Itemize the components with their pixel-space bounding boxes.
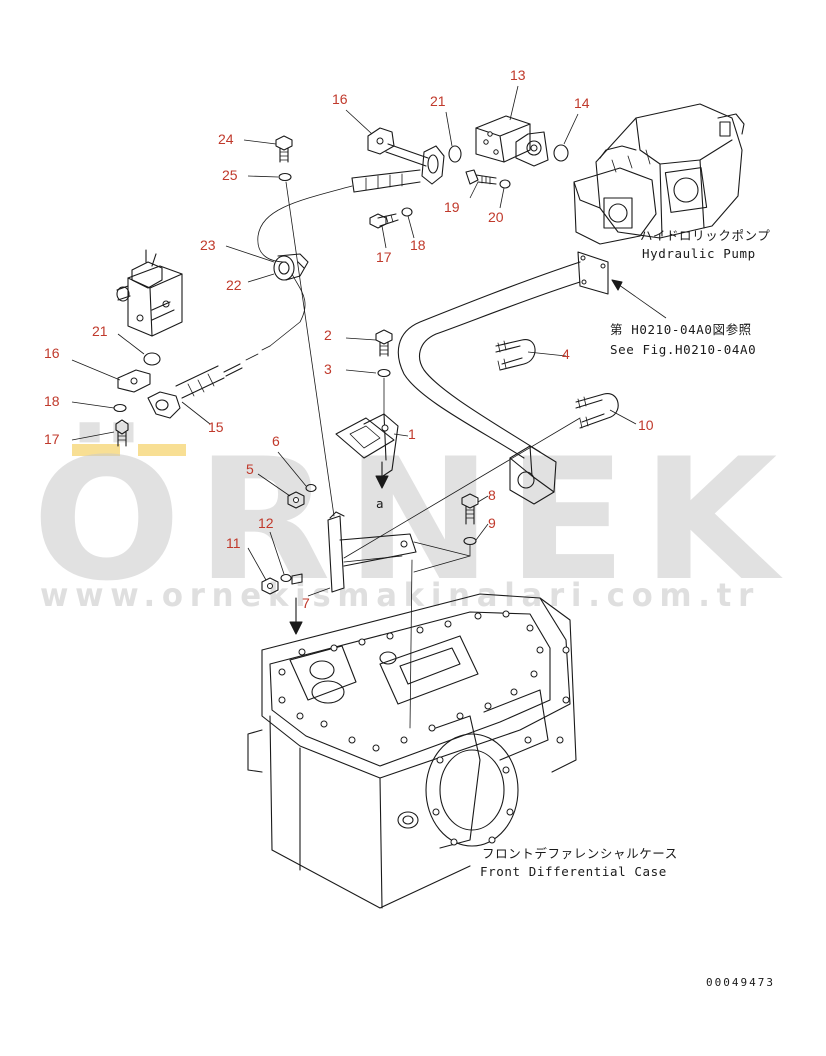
main-pipe xyxy=(397,251,609,505)
part-labels: 1 2 3 4 5 6 7 8 9 10 11 12 13 14 15 16 1… xyxy=(44,67,654,611)
label-16-upper: 16 xyxy=(332,91,348,107)
arrow-a-head xyxy=(375,475,389,489)
label-9: 9 xyxy=(488,515,496,531)
label-21-upper: 21 xyxy=(430,93,446,109)
label-15: 15 xyxy=(208,419,224,435)
label-13: 13 xyxy=(510,67,526,83)
label-22: 22 xyxy=(226,277,242,293)
guide-line-mid xyxy=(413,541,471,573)
washer-3 xyxy=(377,368,391,378)
washer-6 xyxy=(305,483,317,493)
label-20: 20 xyxy=(488,209,504,225)
nut-11-hole xyxy=(267,583,273,589)
front-differential-case xyxy=(247,593,577,909)
hydraulic-pump-jp: ハイドロリックポンプ xyxy=(640,228,770,243)
label-3: 3 xyxy=(324,361,332,377)
guide-line-vertical xyxy=(409,559,413,729)
flange-block-13 xyxy=(475,115,549,167)
arrow-down-head xyxy=(289,621,303,635)
bolt-8 xyxy=(461,493,479,525)
label-14: 14 xyxy=(574,95,590,111)
label-11: 11 xyxy=(226,535,241,551)
diff-case-bolt-holes xyxy=(278,610,570,846)
watermark-umlaut-left xyxy=(72,444,120,456)
bolt-17-upper xyxy=(369,213,399,229)
label-25: 25 xyxy=(222,167,238,183)
label-6: 6 xyxy=(272,433,280,449)
nut-5-hole xyxy=(293,497,299,503)
front-diff-en: Front Differential Case xyxy=(480,864,667,879)
bracket-1 xyxy=(335,413,399,479)
label-8: 8 xyxy=(488,487,496,503)
label-21-lower: 21 xyxy=(92,323,108,339)
washer-9 xyxy=(463,536,477,546)
bolt-2 xyxy=(375,329,393,357)
label-18-lower: 18 xyxy=(44,393,60,409)
watermark-brand: ÖRNEK xyxy=(32,422,792,618)
watermark-url: www.ornekismakinalari.com.tr xyxy=(40,576,760,614)
label-5: 5 xyxy=(246,461,254,477)
wire-upper xyxy=(257,185,353,263)
see-fig-arrowhead xyxy=(611,279,623,291)
label-4: 4 xyxy=(562,346,570,362)
u-bolt-4 xyxy=(495,339,536,371)
nut-5 xyxy=(287,491,305,509)
pin xyxy=(291,573,303,585)
o-ring-14 xyxy=(553,144,569,162)
label-18-upper: 18 xyxy=(410,237,426,253)
label-10: 10 xyxy=(638,417,654,433)
label-17-upper: 17 xyxy=(376,249,392,265)
clamp-22 xyxy=(273,253,309,281)
section-mark-a: a xyxy=(376,496,384,511)
watermark-umlaut-right xyxy=(138,444,186,456)
bolt-19 xyxy=(465,169,497,185)
callouts: ハイドロリックポンプ Hydraulic Pump 第 H0210-04A0図参… xyxy=(480,228,770,879)
hose-fitting-16-lower xyxy=(117,369,151,393)
hose-fitting-16-upper xyxy=(351,127,445,193)
bolt-17-lower xyxy=(115,419,129,447)
label-24: 24 xyxy=(218,131,234,147)
hydraulic-pump xyxy=(573,103,745,245)
solenoid-valve xyxy=(116,249,183,337)
label-12: 12 xyxy=(258,515,274,531)
label-19: 19 xyxy=(444,199,460,215)
washer-18-lower xyxy=(113,403,127,413)
washer-20 xyxy=(499,179,511,189)
guide-line-upper xyxy=(343,417,581,559)
hose-15 xyxy=(147,345,271,419)
o-ring-21-lower xyxy=(143,352,161,366)
wire-mid xyxy=(269,273,306,347)
washer-12 xyxy=(280,573,292,583)
label-7: 7 xyxy=(302,595,310,611)
label-1: 1 xyxy=(408,426,416,442)
watermark: ÖRNEK www.ornekismakinalari.com.tr xyxy=(32,422,792,618)
see-fig-en: See Fig.H0210-04A0 xyxy=(610,342,756,357)
u-bolt-10 xyxy=(575,393,619,429)
front-diff-jp: フロントデファレンシャルケース xyxy=(482,846,678,861)
label-17-lower: 17 xyxy=(44,431,60,447)
label-23: 23 xyxy=(200,237,216,253)
leader-lines xyxy=(71,85,667,597)
washer-18-upper xyxy=(401,207,413,217)
drawing-code: 00049473 xyxy=(706,976,775,989)
label-2: 2 xyxy=(324,327,332,343)
see-fig-jp: 第 H0210-04A0図参照 xyxy=(610,322,752,337)
nut-11 xyxy=(261,577,279,595)
o-ring-21-upper xyxy=(448,145,462,163)
hydraulic-pump-en: Hydraulic Pump xyxy=(642,246,756,261)
rod-line xyxy=(285,181,335,517)
label-16-lower: 16 xyxy=(44,345,60,361)
washer-25 xyxy=(278,172,292,182)
bracket-7 xyxy=(327,511,417,593)
bolt-24 xyxy=(275,135,293,163)
